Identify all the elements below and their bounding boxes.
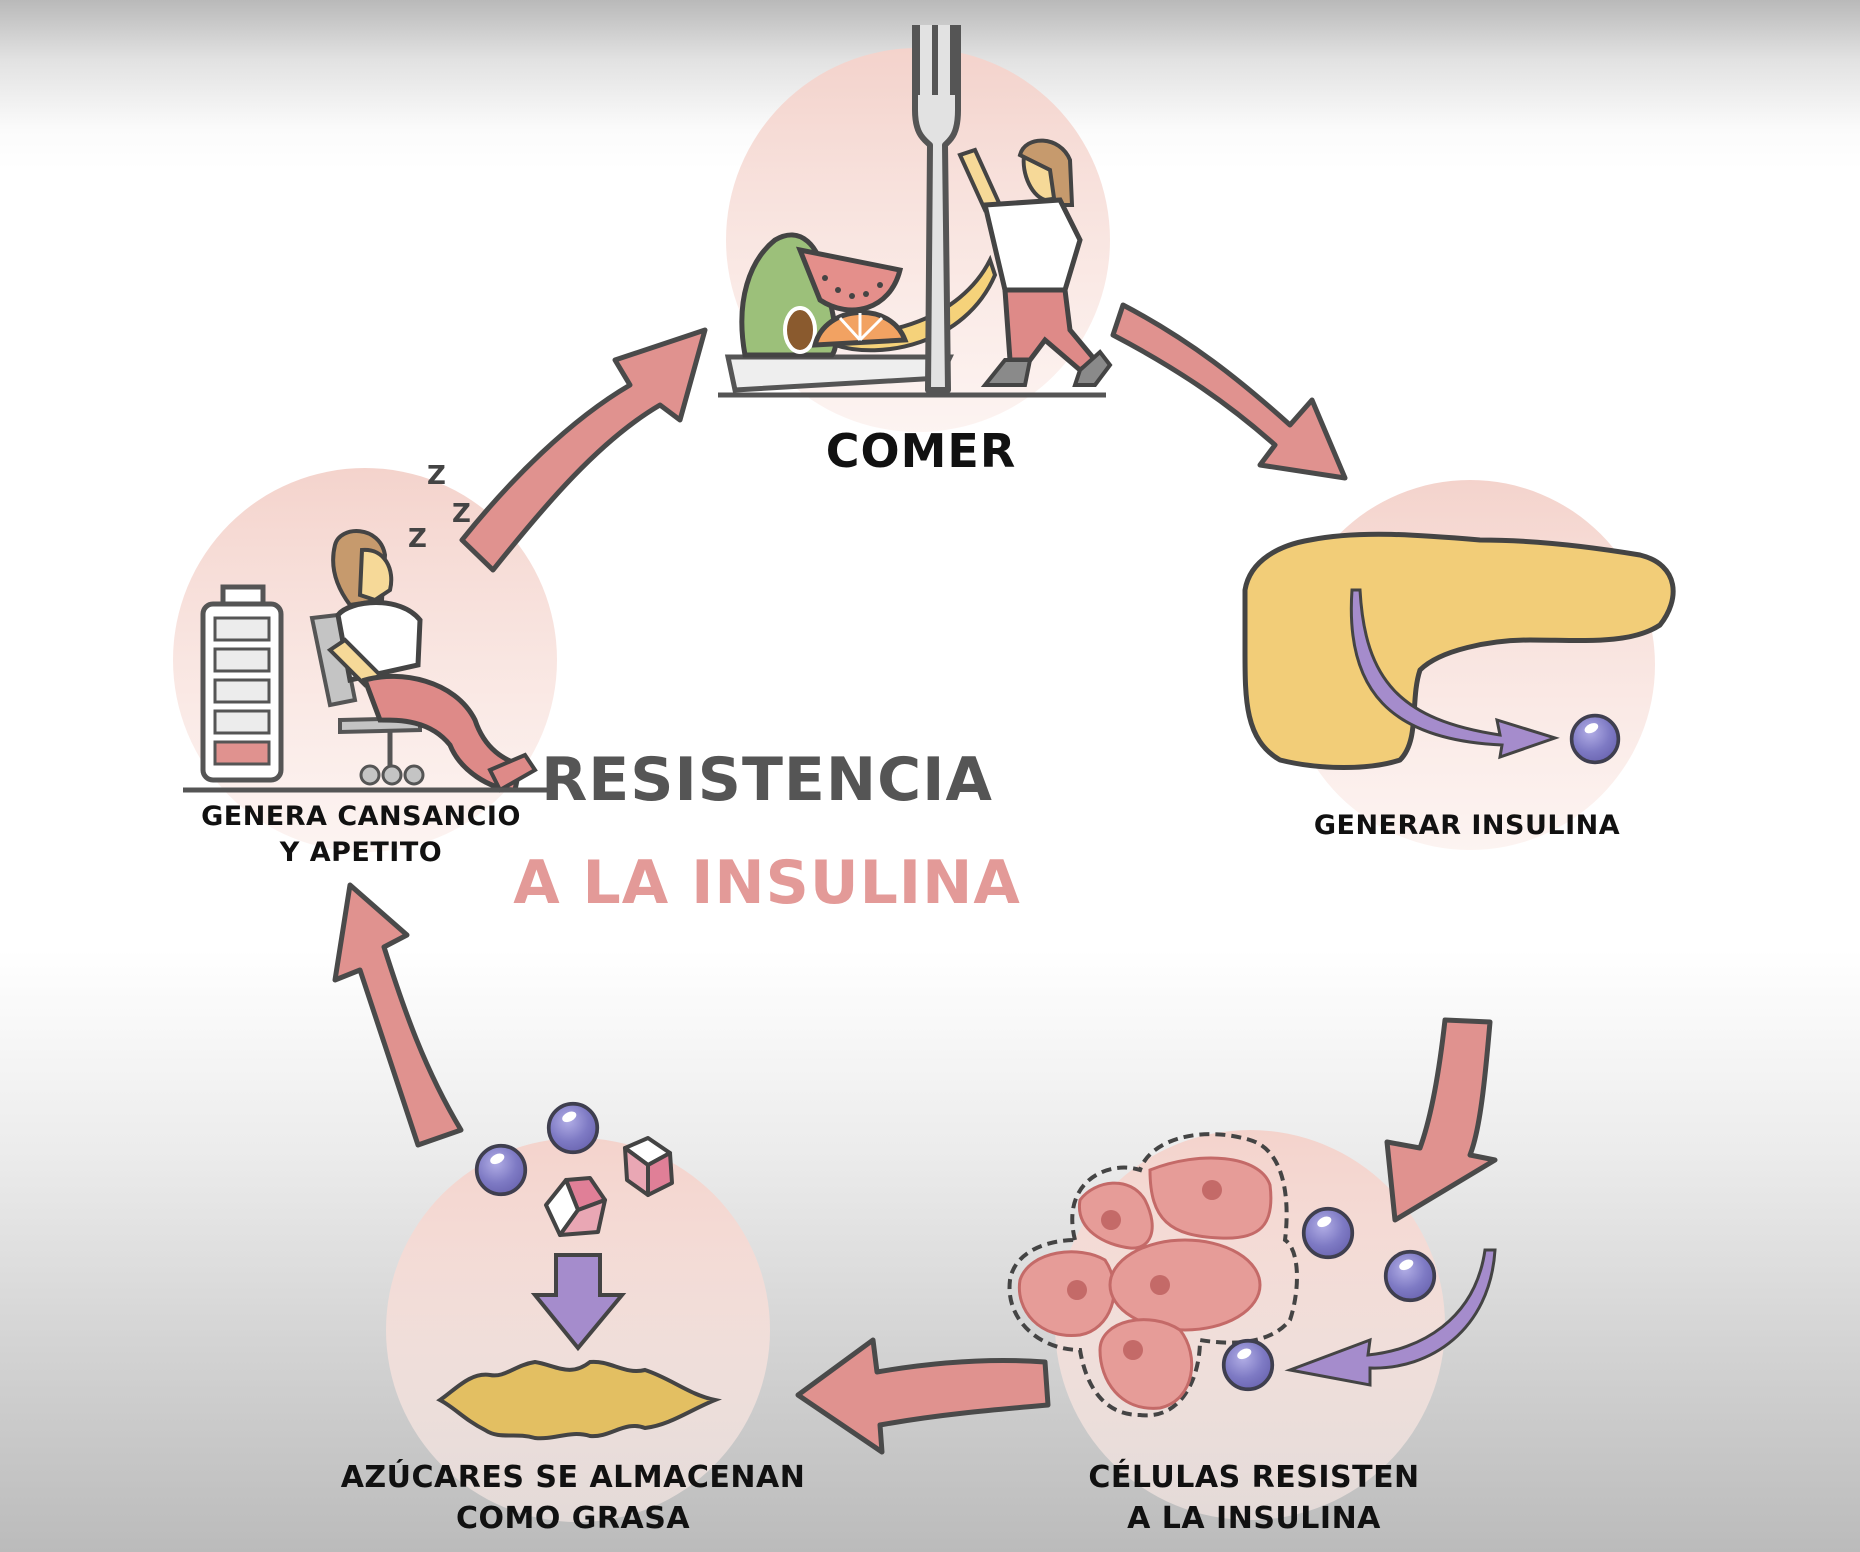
label-line: Y APETITO	[279, 837, 443, 869]
cell-icon	[1017, 1250, 1116, 1338]
tired-illustration: Z Z Z	[183, 461, 553, 793]
cycle-arrow-comer-to-generar-insulina	[1110, 302, 1348, 481]
sleep-z-icons: Z Z Z	[408, 461, 471, 554]
cycle-arrow-celulas-resisten-to-azucares-grasa	[795, 1337, 1051, 1455]
insulin-molecule-icon	[1221, 1338, 1275, 1392]
node-label-comer: COMER	[826, 420, 1016, 482]
cell-membrane-outline	[1007, 1132, 1299, 1418]
sleep-z-icon: Z	[452, 499, 471, 529]
diagram-title-line1: RESISTENCIA	[541, 745, 993, 815]
fork-icon	[912, 25, 961, 393]
node-label-generar-insulina: GENERAR INSULINA	[1314, 808, 1620, 844]
node-label-cansancio: GENERA CANSANCIO Y APETITO	[201, 799, 521, 872]
battery-segment-filled	[213, 740, 271, 766]
battery-segment-empty	[213, 616, 271, 642]
node-label-azucares-grasa: AZÚCARES SE ALMACENAN COMO GRASA	[341, 1458, 806, 1539]
pancreas-illustration	[1242, 531, 1676, 770]
down-arrow-icon	[530, 1253, 627, 1352]
label-line: A LA INSULINA	[1127, 1500, 1381, 1536]
cell-icon	[1098, 1318, 1194, 1410]
person-icon	[957, 138, 1113, 387]
insulin-molecule-icon	[1569, 713, 1621, 765]
sugar-cube-icon	[544, 1176, 607, 1237]
sleep-z-icon: Z	[408, 524, 427, 554]
cycle-arrow-cansancio-to-comer	[459, 327, 708, 573]
insulin-arrow-icon	[1284, 1248, 1497, 1387]
label-line: AZÚCARES SE ALMACENAN	[340, 1460, 806, 1495]
cycle-arrow-azucares-grasa-to-cansancio	[332, 882, 464, 1148]
label-line: GENERAR INSULINA	[1313, 810, 1621, 841]
battery-icon	[200, 584, 284, 783]
battery-segment-empty	[213, 709, 271, 735]
cycle-arrows	[332, 302, 1498, 1455]
insulin-molecule-icon	[1383, 1249, 1437, 1303]
fat-deposit-icon	[436, 1359, 722, 1441]
watermelon-icon	[795, 246, 904, 313]
glucose-molecule-icon	[474, 1143, 528, 1197]
battery-segment-empty	[213, 678, 271, 704]
person-sleeping-icon	[309, 529, 538, 793]
sleep-z-icon: Z	[427, 461, 446, 491]
cell-icon	[1108, 1238, 1262, 1332]
node-label-celulas-resisten: CÉLULAS RESISTEN A LA INSULINA	[1088, 1458, 1419, 1539]
cycle-arrow-generar-insulina-to-celulas-resisten	[1384, 1017, 1498, 1223]
glucose-molecule-icon	[546, 1101, 600, 1155]
label-line: COMER	[825, 424, 1017, 478]
cells-illustration	[1007, 1132, 1497, 1418]
label-line: COMO GRASA	[455, 1500, 691, 1536]
sugar-fat-illustration	[436, 1101, 722, 1441]
battery-segment-empty	[213, 647, 271, 673]
insulin-molecule-icon	[1301, 1206, 1355, 1260]
insulin-release-arrow-icon	[1349, 588, 1560, 760]
diagram-title-line2: A LA INSULINA	[513, 848, 1021, 918]
sugar-cube-icon	[623, 1136, 674, 1197]
comer-illustration	[718, 25, 1113, 398]
label-line: CÉLULAS RESISTEN	[1088, 1460, 1420, 1495]
label-line: GENERA CANSANCIO	[201, 801, 521, 832]
